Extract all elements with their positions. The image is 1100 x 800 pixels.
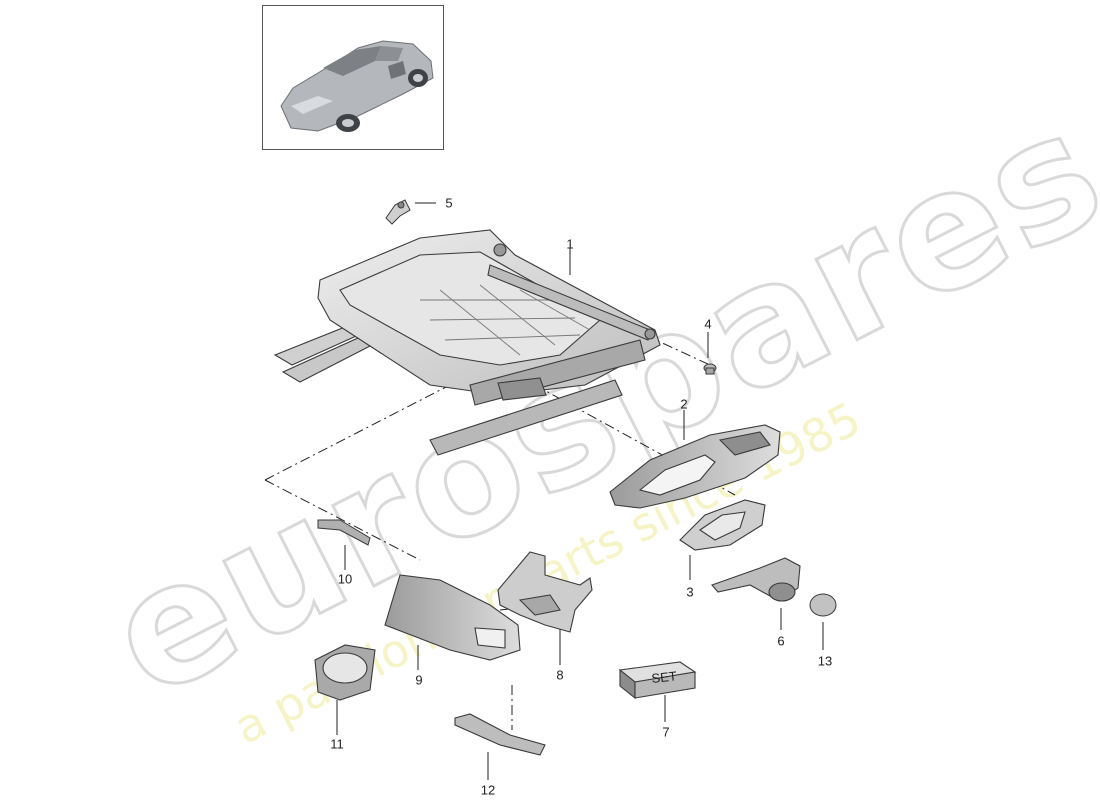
part-11-ring-trim [314,644,376,701]
callout-3: 3 [686,584,694,600]
callout-8: 8 [556,667,564,683]
callout-2: 2 [680,396,688,412]
set-label: SET [651,668,678,686]
callout-10: 10 [337,571,353,587]
part-6-lever [711,557,801,602]
part-4-screw [703,363,717,375]
callout-9: 9 [415,672,423,688]
part-3-switch-cover [679,499,766,551]
part-9-lower-trim [384,574,521,661]
callout-13: 13 [817,653,833,669]
part-7-fastener-set: SET [618,661,697,700]
callout-5: 5 [445,195,453,211]
callout-7: 7 [662,724,670,740]
part-8-bracket [497,551,593,633]
part-10-cable [317,519,371,546]
car-icon [280,40,434,132]
callout-12: 12 [480,782,496,798]
callout-11: 11 [330,736,344,752]
part-1-seat-frame [273,229,661,456]
part-13-cap [809,593,837,617]
callout-1: 1 [566,236,574,252]
part-2-side-trim [609,424,781,509]
callout-6: 6 [777,633,785,649]
callout-4: 4 [704,316,712,332]
part-12-plate [454,713,546,756]
vehicle-thumbnail [262,5,444,150]
part-5-bracket [385,199,411,225]
